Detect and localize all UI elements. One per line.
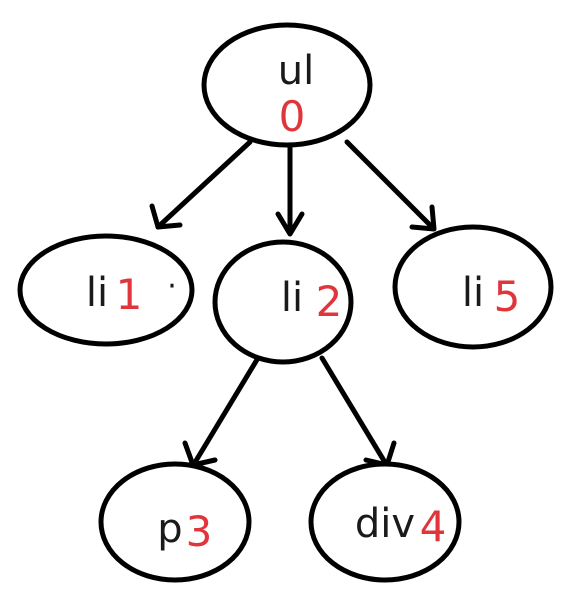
node-p3-index: 3 [186,507,213,556]
node-ul: ul 0 [201,22,373,148]
node-div4: div 4 [308,461,462,583]
node-li2-tag: li [281,275,303,321]
edges [149,139,437,468]
edge-li2-div4 [319,355,397,468]
node-p3: p 3 [98,461,252,583]
node-ul-tag: ul [278,48,314,94]
node-li1-ellipse [17,233,195,347]
node-div4-tag: div [355,501,415,547]
node-ul-ellipse [201,22,373,148]
node-div4-index: 4 [420,502,447,551]
arrow-head-icon [149,203,183,230]
node-li1: li 1 · [17,233,195,347]
arrow-head-icon [409,204,437,232]
node-li1-index: 1 [116,270,143,319]
node-li5-tag: li [462,270,484,316]
node-div4-ellipse [308,461,462,583]
node-p3-tag: p [157,506,182,552]
edge-ul-li5 [344,139,437,232]
node-li2-index: 2 [316,277,343,326]
edge-ul-li1 [149,139,253,230]
node-p3-ellipse [98,461,252,583]
node-li1-mark: · [167,269,177,304]
node-ul-index: 0 [279,92,306,141]
edge-li2-p3 [182,355,261,468]
node-li5-index: 5 [494,272,521,321]
arrow-head-icon [275,211,305,237]
node-li2-ellipse [212,239,354,365]
node-li1-tag: li [86,270,108,316]
node-li2: li 2 [212,239,354,365]
node-li5-ellipse [392,224,554,350]
edge-ul-li2 [275,141,305,237]
node-li5: li 5 [392,224,554,350]
